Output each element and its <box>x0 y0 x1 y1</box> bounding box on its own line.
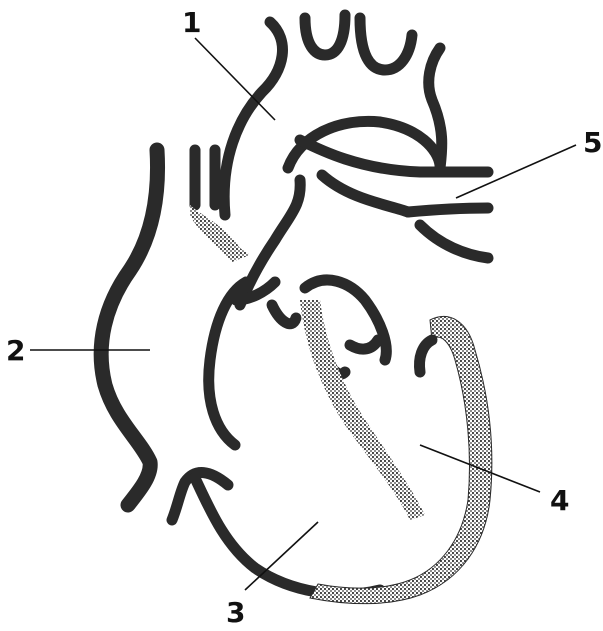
label-4: 4 <box>550 484 569 517</box>
label-2: 2 <box>6 334 25 367</box>
label-1: 1 <box>182 6 201 39</box>
leader-1 <box>195 38 275 120</box>
label-5: 5 <box>583 126 602 159</box>
left-ventricle-wall <box>310 317 492 604</box>
label-3: 3 <box>226 596 245 629</box>
right-ventricle-wall <box>172 473 380 595</box>
interventricular-septum <box>300 300 425 520</box>
